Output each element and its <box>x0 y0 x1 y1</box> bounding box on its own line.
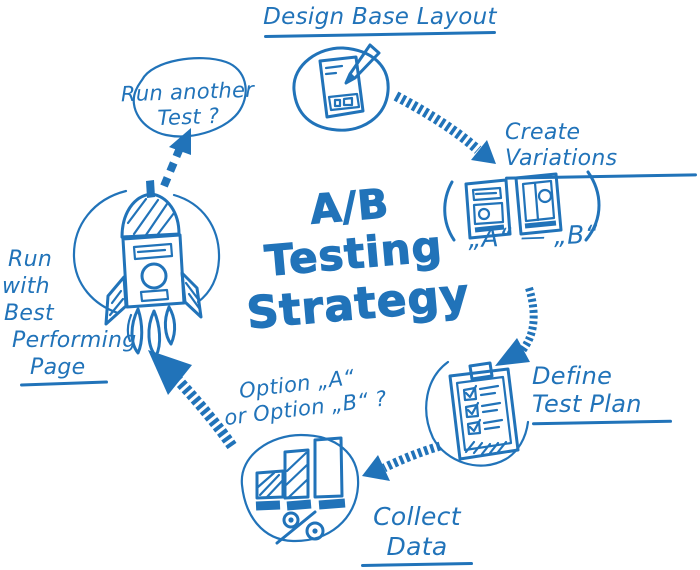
left-paren <box>443 180 456 242</box>
circle-frame <box>292 46 390 132</box>
design-base-layout-text: Design Base Layout <box>263 4 497 30</box>
right-paren <box>584 170 601 242</box>
arrow-head <box>148 350 192 395</box>
arrow-head <box>471 140 496 164</box>
deploy-line-4: Performing <box>12 328 137 353</box>
body-bottom-bar <box>139 288 170 303</box>
bar-1 <box>255 469 285 500</box>
circle-frame <box>240 433 360 543</box>
body-window <box>140 262 168 290</box>
deploy-line-1: Run <box>8 247 53 272</box>
nose-hatch <box>126 197 176 237</box>
percent-icon <box>275 510 325 545</box>
underline <box>263 31 497 39</box>
body-top-bar <box>132 242 174 261</box>
bar-2 <box>283 448 310 500</box>
rocket-fins <box>104 271 203 326</box>
define-line-2: Test Plan <box>532 390 642 419</box>
underline <box>531 419 673 425</box>
define-line-1: Define <box>532 362 613 390</box>
wireframe-a <box>464 178 512 240</box>
orbit-arc-left <box>72 189 128 315</box>
rocket-flames <box>126 305 177 358</box>
arrow-shaft <box>393 91 482 154</box>
arrow-deploy-to-retest <box>160 128 191 188</box>
axis-dashes <box>255 498 346 511</box>
page-outline <box>318 55 365 119</box>
hatch-shading <box>464 440 508 456</box>
collect-line-2: Data <box>386 531 448 561</box>
arrow-shaft <box>381 441 442 473</box>
variant-ab-label: „A“ — „B“ <box>448 219 619 254</box>
create-variations-label: Create Variations <box>504 120 700 180</box>
footer-thumbnails <box>333 96 354 108</box>
underline <box>19 380 109 387</box>
thought-bubble-icon <box>132 57 247 138</box>
wireframe-b <box>514 172 563 236</box>
bar-3 <box>313 436 344 499</box>
arrow-design-to-variations <box>393 91 496 164</box>
sketch-tablet-pencil-icon <box>292 43 390 132</box>
define-test-plan-label: Define Test Plan <box>531 362 697 425</box>
page-text-lines <box>324 64 344 76</box>
rocket-nose <box>120 192 181 239</box>
deploy-line-5: Page <box>30 355 86 380</box>
clipboard-checklist-icon <box>425 360 530 467</box>
two-wireframes-icon <box>443 170 601 242</box>
arrow-define-to-collect <box>362 441 442 481</box>
retest-line-2: Test ? <box>157 103 220 130</box>
arrow-shaft-dashed <box>160 146 184 188</box>
clipboard-outline <box>448 367 520 461</box>
checklist-rows <box>462 384 504 436</box>
arrow-head <box>495 338 530 366</box>
variant-ab-text: „A“ — „B“ <box>467 219 599 254</box>
arrow-head <box>169 128 191 155</box>
deploy-line-3: Best <box>4 301 54 326</box>
retest-label: Run another Test ? <box>117 78 259 132</box>
design-base-layout-label: Design Base Layout <box>258 4 502 39</box>
rocket-icon <box>72 180 221 358</box>
retest-line-1: Run another <box>120 77 255 107</box>
arrow-head <box>362 455 390 481</box>
arrow-shaft <box>173 376 237 450</box>
page-footer-box <box>327 92 361 112</box>
underline <box>360 562 474 567</box>
arrow-variations-to-define <box>495 286 538 366</box>
collect-data-label: Collect Data <box>352 502 482 567</box>
bar-chart-percent-icon <box>240 433 360 545</box>
orbit-arc-right <box>172 193 221 304</box>
create-variations-text: Create Variations <box>505 120 618 171</box>
bubble-outline <box>132 57 247 138</box>
arrow-shaft <box>517 286 538 355</box>
clipboard-clip <box>468 361 494 381</box>
deploy-line-2: with <box>2 274 50 299</box>
arrow-collect-to-deploy <box>148 350 237 450</box>
collect-line-1: Collect <box>373 502 461 531</box>
pencil-tip <box>346 73 356 83</box>
deploy-label: Run with Best Performing Page <box>2 246 152 387</box>
